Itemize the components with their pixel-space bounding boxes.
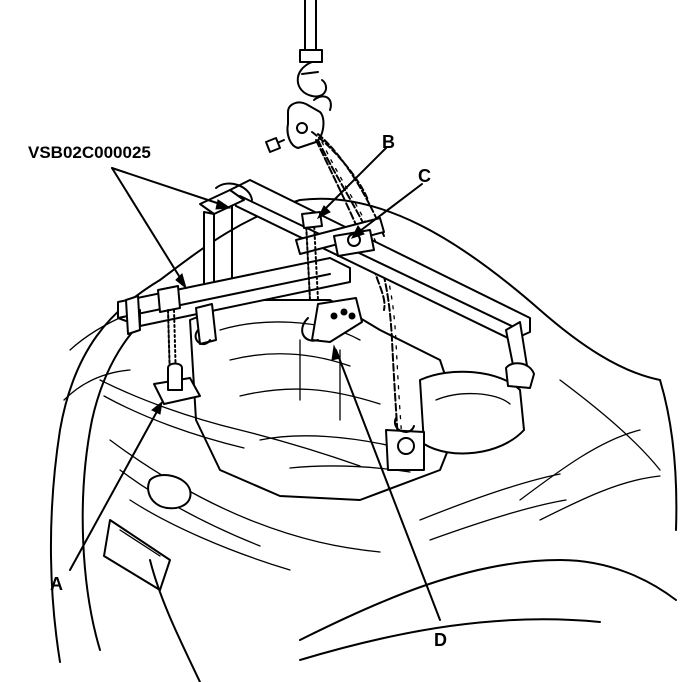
right-chain-anchor xyxy=(385,417,425,471)
tool-code-label: VSB02C000025 xyxy=(28,143,151,162)
hoist-hook xyxy=(265,0,332,153)
callout-a: A xyxy=(50,574,63,594)
callout-b: B xyxy=(382,132,395,152)
center-threaded-rod xyxy=(301,211,323,301)
callout-c: C xyxy=(418,166,431,186)
engine-block xyxy=(189,299,525,501)
leader-lines xyxy=(69,147,441,621)
slotted-plate xyxy=(301,297,363,343)
callout-d: D xyxy=(434,630,447,650)
left-hook-assembly xyxy=(153,285,217,405)
